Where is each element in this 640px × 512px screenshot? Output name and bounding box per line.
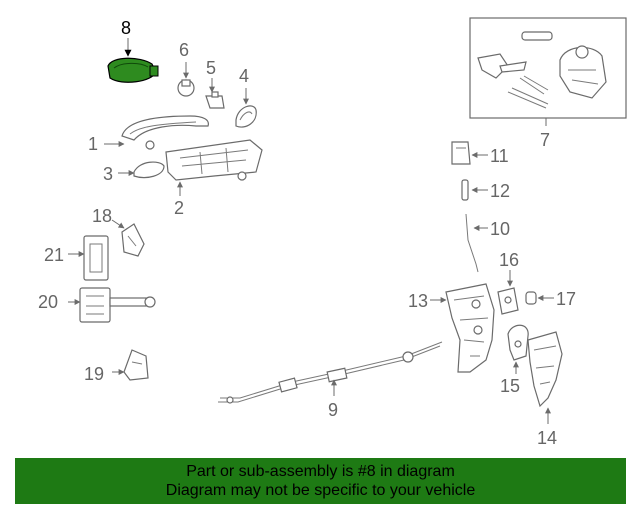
callout-5: 5 bbox=[206, 58, 216, 78]
part-4-handle-cover[interactable] bbox=[235, 105, 257, 128]
callout-15: 15 bbox=[500, 376, 520, 396]
callout-9: 9 bbox=[328, 400, 338, 420]
footer-line-2: Diagram may not be specific to your vehi… bbox=[165, 482, 476, 499]
callout-10: 10 bbox=[490, 219, 510, 239]
footer-line-1: Part or sub-assembly is #8 in diagram bbox=[186, 463, 455, 480]
part-17-washer[interactable] bbox=[525, 291, 537, 305]
callout-21: 21 bbox=[44, 245, 64, 265]
part-10-rod[interactable] bbox=[465, 213, 479, 273]
callout-6: 6 bbox=[179, 40, 189, 60]
callout-20: 20 bbox=[38, 292, 58, 312]
part-7-lock-set[interactable] bbox=[469, 17, 627, 119]
footer-banner: Part or sub-assembly is #8 in diagram Di… bbox=[15, 458, 626, 504]
leader-18 bbox=[111, 219, 125, 229]
part-16-bracket[interactable] bbox=[497, 287, 519, 315]
part-13-door-latch[interactable] bbox=[445, 283, 495, 373]
callout-19: 19 bbox=[84, 364, 104, 384]
callout-13: 13 bbox=[408, 291, 428, 311]
part-2-handle-carrier[interactable] bbox=[165, 139, 263, 181]
callout-2: 2 bbox=[174, 198, 184, 218]
part-19-striker[interactable] bbox=[123, 349, 149, 381]
callout-7: 7 bbox=[540, 130, 550, 150]
parts-diagram: 8 6 5 4 1 3 2 bbox=[38, 17, 627, 448]
part-1-outside-handle[interactable] bbox=[121, 115, 209, 150]
part-12-lock-pin[interactable] bbox=[461, 179, 469, 201]
part-15-latch-cover[interactable] bbox=[507, 324, 529, 361]
callout-11: 11 bbox=[490, 146, 509, 166]
part-3-seal[interactable] bbox=[133, 161, 165, 179]
callout-8: 8 bbox=[121, 18, 131, 38]
part-20-door-check[interactable] bbox=[79, 287, 156, 323]
callout-18: 18 bbox=[92, 206, 112, 226]
part-5-clip[interactable] bbox=[205, 91, 225, 109]
part-11-lock-cap[interactable] bbox=[451, 141, 471, 165]
callout-12: 12 bbox=[490, 181, 510, 201]
part-9-cable[interactable] bbox=[218, 341, 443, 404]
callout-3: 3 bbox=[103, 164, 113, 184]
callout-14: 14 bbox=[537, 428, 557, 448]
callout-1: 1 bbox=[88, 134, 98, 154]
part-14-lock-actuator[interactable] bbox=[527, 331, 563, 408]
part-21-strap-housing[interactable] bbox=[83, 235, 109, 281]
part-18-wedge[interactable] bbox=[121, 223, 145, 257]
part-6-lock-cylinder[interactable] bbox=[177, 79, 195, 97]
callout-4: 4 bbox=[239, 66, 249, 86]
callout-17: 17 bbox=[556, 289, 576, 309]
part-8-key-fob[interactable] bbox=[107, 57, 159, 83]
callout-16: 16 bbox=[499, 250, 519, 270]
